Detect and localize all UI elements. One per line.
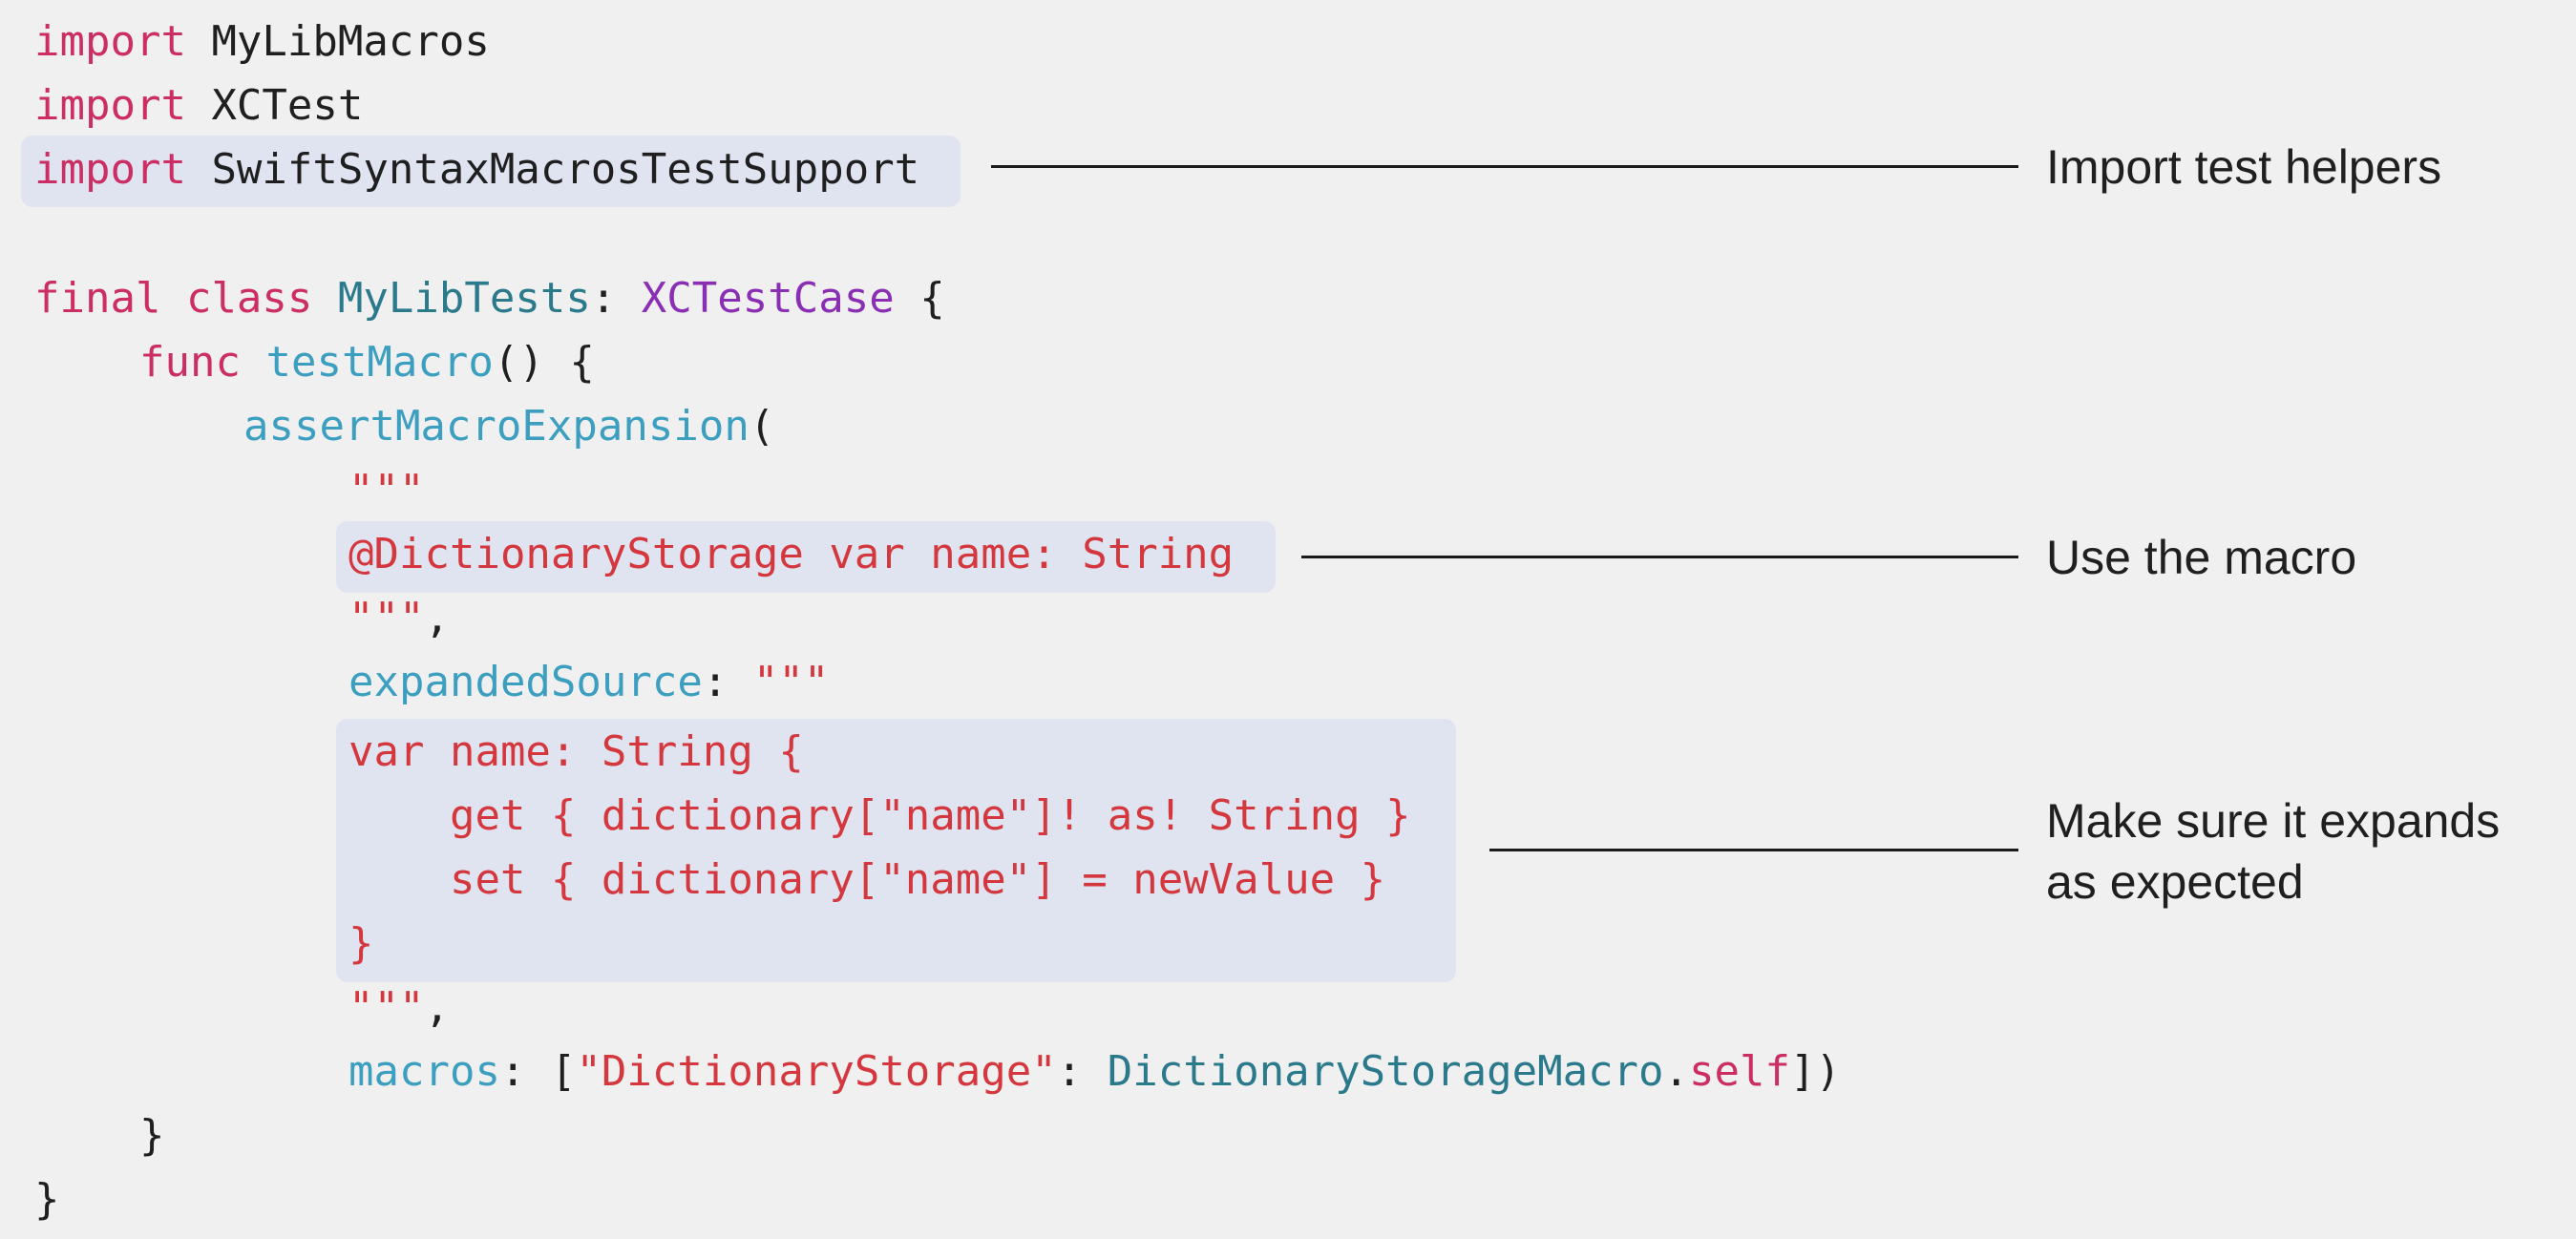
string-literal: var name: String { [348, 727, 804, 776]
module-name: MyLibMacros [185, 17, 490, 66]
code-line-10: """, [348, 586, 450, 650]
code-line-15: } [348, 912, 374, 976]
punctuation: : [702, 658, 753, 706]
punctuation: () { [493, 338, 595, 387]
argument-label: expandedSource [348, 658, 703, 706]
string-literal: set { dictionary["name"] = newValue } [348, 855, 1386, 904]
string-literal: get { dictionary["name"]! as! String } [348, 791, 1411, 840]
string-delimiter: """ [348, 466, 425, 514]
code-line-13: get { dictionary["name"]! as! String } [348, 784, 1411, 848]
punctuation: { [894, 274, 945, 323]
space [160, 274, 186, 323]
punctuation: , [424, 983, 450, 1032]
string-literal: } [348, 919, 374, 968]
code-line-5: final class MyLibTests: XCTestCase { [34, 266, 945, 330]
string-delimiter: """ [348, 983, 425, 1032]
string-literal: @DictionaryStorage var name: String [348, 530, 1235, 578]
class-name: MyLibTests [337, 274, 591, 323]
space [241, 338, 266, 387]
string-literal: "DictionaryStorage" [576, 1047, 1057, 1096]
punctuation: : [1056, 1047, 1108, 1096]
annotation-import-helpers: Import test helpers [2046, 140, 2442, 194]
keyword: import [34, 17, 186, 66]
module-name: SwiftSyntaxMacrosTestSupport [185, 145, 920, 194]
type-name: DictionaryStorageMacro [1107, 1047, 1664, 1096]
punctuation: , [424, 594, 450, 642]
code-line-19: } [34, 1167, 60, 1231]
keyword: import [34, 81, 186, 130]
annotation-use-macro: Use the macro [2046, 531, 2357, 584]
space [312, 274, 338, 323]
code-line-9: @DictionaryStorage var name: String [348, 522, 1234, 586]
macro-usage-highlight [336, 521, 1276, 593]
punctuation: : [590, 274, 642, 323]
keyword: class [185, 274, 313, 323]
string-delimiter: """ [348, 594, 425, 642]
punctuation: ( [749, 402, 775, 451]
code-line-18: } [139, 1103, 165, 1167]
code-line-11: expandedSource: """ [348, 650, 829, 714]
import-highlight [21, 136, 961, 207]
callout-line-macro [1301, 556, 2018, 558]
callout-line-import [991, 165, 2018, 168]
code-line-17: macros: ["DictionaryStorage": Dictionary… [348, 1040, 1841, 1103]
closing-brace: } [34, 1175, 60, 1224]
code-line-7: assertMacroExpansion( [243, 394, 774, 458]
string-delimiter: """ [752, 658, 830, 706]
keyword: self [1689, 1047, 1791, 1096]
punctuation: . [1663, 1047, 1690, 1096]
function-call: assertMacroExpansion [243, 402, 750, 451]
code-line-12: var name: String { [348, 720, 804, 784]
punctuation: ]) [1790, 1047, 1841, 1096]
closing-brace: } [139, 1111, 165, 1160]
code-line-2: import XCTest [34, 74, 363, 137]
code-line-14: set { dictionary["name"] = newValue } [348, 848, 1385, 912]
module-name: XCTest [185, 81, 364, 130]
keyword: import [34, 145, 186, 194]
argument-label: macros [348, 1047, 500, 1096]
keyword: func [139, 338, 241, 387]
superclass-name: XCTestCase [641, 274, 895, 323]
keyword: final [34, 274, 161, 323]
callout-line-expansion [1489, 849, 2018, 851]
expanded-source-highlight [336, 719, 1456, 982]
punctuation: : [ [499, 1047, 577, 1096]
annotation-expands-line-2: as expected [2046, 855, 2304, 909]
code-line-1: import MyLibMacros [34, 10, 490, 74]
annotation-expands-line-1: Make sure it expands [2046, 794, 2501, 848]
code-line-16: """, [348, 976, 450, 1040]
code-line-6: func testMacro() { [139, 330, 595, 394]
function-name: testMacro [265, 338, 494, 387]
code-line-8: """ [348, 458, 424, 522]
code-line-3: import SwiftSyntaxMacrosTestSupport [34, 137, 919, 201]
